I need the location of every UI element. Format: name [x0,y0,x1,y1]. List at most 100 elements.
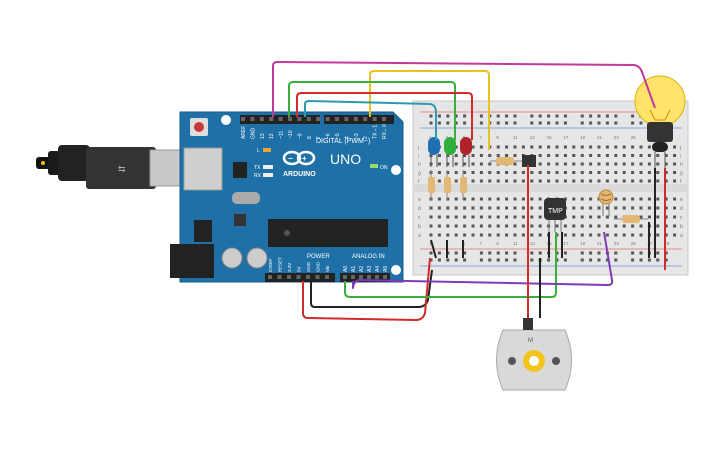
breadboard-hole[interactable] [580,197,584,201]
breadboard-hole[interactable] [555,224,559,228]
header-pin[interactable] [315,275,320,279]
breadboard-hole[interactable] [597,121,601,125]
breadboard-hole[interactable] [589,145,593,149]
breadboard-hole[interactable] [555,171,559,174]
breadboard-hole[interactable] [429,224,433,228]
breadboard-hole[interactable] [505,215,509,219]
breadboard-hole[interactable] [656,154,660,157]
breadboard-hole[interactable] [631,258,635,262]
breadboard-hole[interactable] [597,171,601,174]
breadboard-hole[interactable] [589,154,593,157]
header-pin[interactable] [287,275,291,279]
breadboard-hole[interactable] [454,121,458,125]
breadboard-hole[interactable] [496,145,500,149]
breadboard-hole[interactable] [631,197,635,201]
breadboard-hole[interactable] [614,215,618,219]
breadboard-hole[interactable] [488,233,492,237]
breadboard-hole[interactable] [429,233,433,237]
breadboard-hole[interactable] [446,154,450,157]
breadboard-hole[interactable] [673,154,677,157]
breadboard-hole[interactable] [538,197,542,201]
breadboard-hole[interactable] [589,206,593,210]
breadboard-hole[interactable] [580,224,584,228]
breadboard-hole[interactable] [538,114,542,118]
breadboard-hole[interactable] [589,215,593,219]
breadboard-hole[interactable] [496,258,500,262]
breadboard-hole[interactable] [496,206,500,210]
breadboard-hole[interactable] [597,215,601,219]
breadboard-hole[interactable] [513,197,517,201]
breadboard-hole[interactable] [622,197,626,201]
breadboard-hole[interactable] [622,154,626,157]
breadboard-hole[interactable] [488,224,492,228]
breadboard-hole[interactable] [605,121,609,125]
breadboard-hole[interactable] [572,171,576,174]
breadboard-hole[interactable] [505,258,509,262]
breadboard-hole[interactable] [446,171,450,174]
breadboard-hole[interactable] [505,171,509,174]
breadboard-hole[interactable] [639,206,643,210]
breadboard-hole[interactable] [614,224,618,228]
breadboard-hole[interactable] [454,162,458,166]
breadboard-hole[interactable] [605,114,609,118]
header-pin[interactable] [325,275,329,279]
breadboard-hole[interactable] [488,215,492,219]
breadboard-hole[interactable] [437,224,441,228]
breadboard-hole[interactable] [614,233,618,237]
breadboard-hole[interactable] [597,251,601,255]
breadboard-hole[interactable] [572,215,576,219]
breadboard-hole[interactable] [547,171,551,174]
breadboard-hole[interactable] [563,233,567,237]
header-pin[interactable] [372,117,377,121]
breadboard-hole[interactable] [521,233,525,237]
header-pin[interactable] [277,275,282,279]
breadboard-hole[interactable] [656,206,660,210]
header-pin[interactable] [344,117,349,121]
header-pin[interactable] [367,275,371,279]
breadboard-hole[interactable] [429,121,433,125]
breadboard-hole[interactable] [664,224,668,228]
breadboard-hole[interactable] [589,233,593,237]
breadboard-hole[interactable] [496,171,500,174]
breadboard-hole[interactable] [496,224,500,228]
header-pin[interactable] [359,275,363,279]
breadboard-hole[interactable] [488,154,492,157]
breadboard-hole[interactable] [555,114,559,118]
breadboard-hole[interactable] [563,224,567,228]
breadboard-hole[interactable] [563,114,567,118]
header-pin[interactable] [250,117,255,121]
breadboard-hole[interactable] [563,251,567,255]
breadboard-hole[interactable] [673,224,677,228]
breadboard-hole[interactable] [656,251,660,255]
header-pin[interactable] [306,117,311,121]
breadboard-hole[interactable] [572,154,576,157]
breadboard-hole[interactable] [622,206,626,210]
breadboard-hole[interactable] [639,215,643,219]
breadboard-hole[interactable] [555,162,559,166]
breadboard-hole[interactable] [664,179,668,183]
breadboard-hole[interactable] [437,121,441,125]
breadboard-hole[interactable] [463,114,467,118]
breadboard-hole[interactable] [437,251,441,255]
breadboard-hole[interactable] [664,251,668,255]
breadboard-hole[interactable] [530,258,534,262]
breadboard-hole[interactable] [656,215,660,219]
breadboard-hole[interactable] [454,114,458,118]
breadboard-hole[interactable] [647,154,651,157]
breadboard-hole[interactable] [547,121,551,125]
breadboard-hole[interactable] [580,206,584,210]
breadboard-hole[interactable] [664,197,668,201]
breadboard-hole[interactable] [471,179,475,183]
breadboard-hole[interactable] [572,224,576,228]
breadboard-hole[interactable] [597,179,601,183]
breadboard-hole[interactable] [614,251,618,255]
breadboard-hole[interactable] [631,162,635,166]
breadboard-hole[interactable] [446,215,450,219]
breadboard-hole[interactable] [580,215,584,219]
breadboard-hole[interactable] [597,154,601,157]
breadboard-hole[interactable] [614,258,618,262]
breadboard-hole[interactable] [597,258,601,262]
breadboard-hole[interactable] [563,258,567,262]
breadboard-hole[interactable] [664,162,668,166]
breadboard-hole[interactable] [479,114,483,118]
